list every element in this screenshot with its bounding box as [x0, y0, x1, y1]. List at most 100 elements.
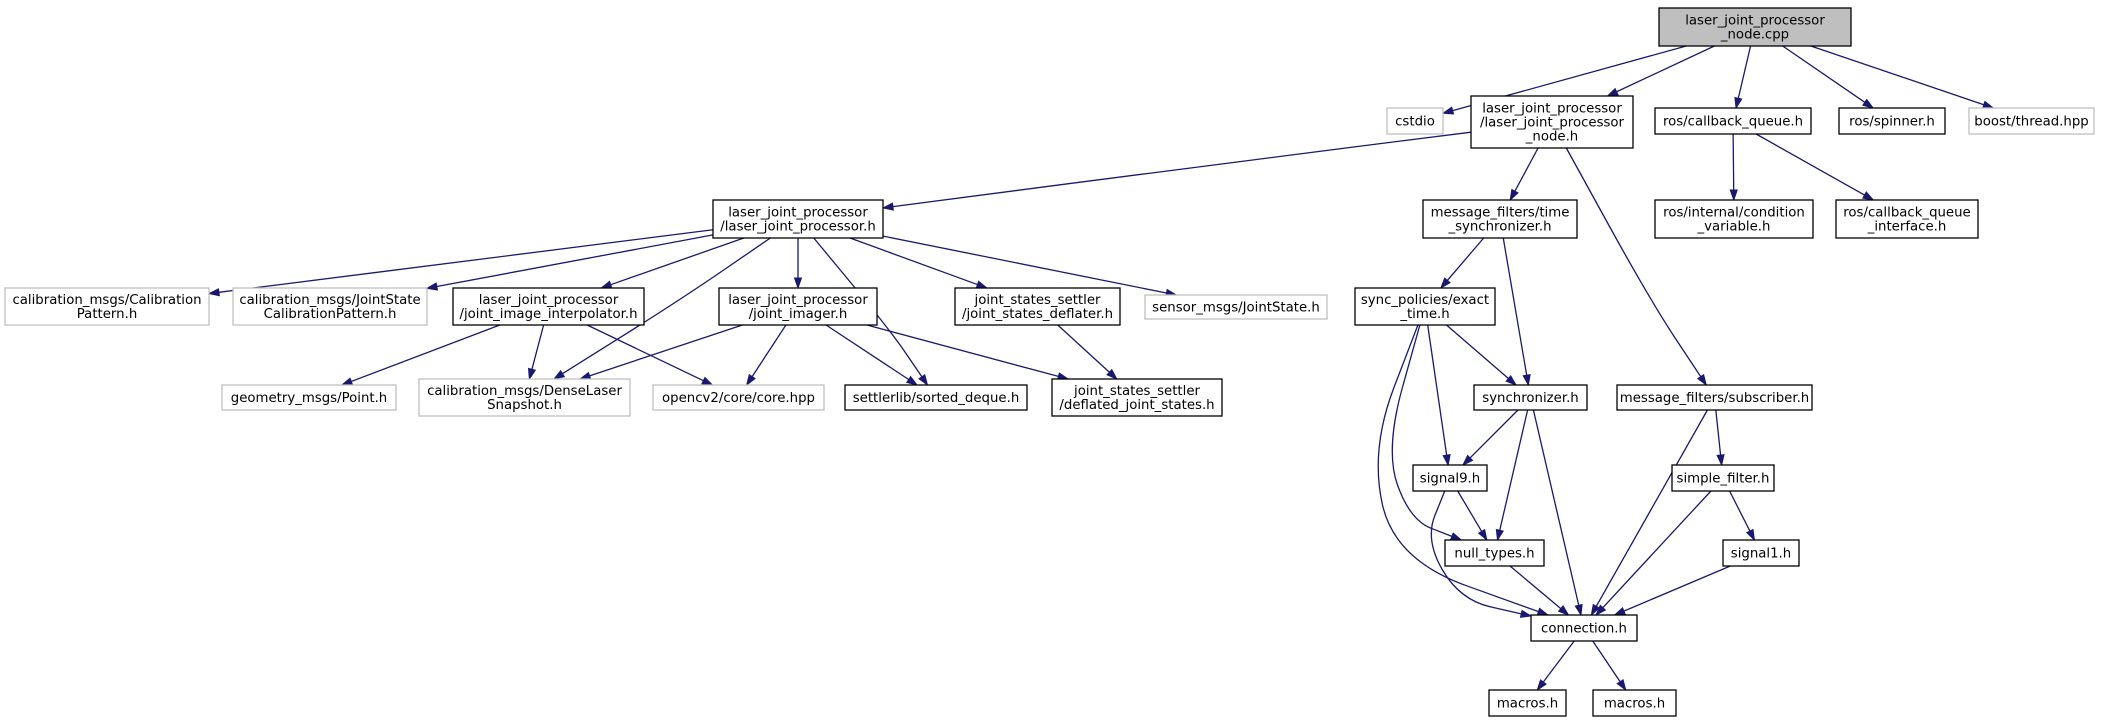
- node-root[interactable]: laser_joint_processor_node.cpp: [1658, 7, 1852, 47]
- edge-ljp_node_h-to-subscriber: [1565, 147, 1702, 378]
- node-opencv: opencv2/core/core.hpp: [652, 384, 825, 411]
- node-label-line: laser_joint_processor: [728, 293, 868, 308]
- node-connection[interactable]: connection.h: [1530, 614, 1638, 642]
- edge-ljp_node_h-to-ljp_h: [892, 131, 1472, 208]
- node-label-line: cstdio: [1395, 115, 1435, 130]
- node-label-line: calibration_msgs/JointState: [239, 293, 420, 308]
- node-subscriber[interactable]: message_filters/subscriber.h: [1616, 384, 1813, 411]
- node-box: [1144, 294, 1328, 320]
- node-exact-time[interactable]: sync_policies/exact_time.h: [1354, 287, 1496, 326]
- arrowhead-ljp_node_h-to-time_sync: [1509, 188, 1519, 202]
- edge-ljp_h-to-js_calib_pattern: [436, 234, 714, 288]
- node-label-line: synchronizer.h: [1482, 391, 1578, 406]
- node-label-line: /laser_joint_processor: [1480, 116, 1625, 131]
- edge-imager-to-dense_laser: [589, 324, 743, 377]
- node-deflater[interactable]: joint_states_settler/joint_states_deflat…: [954, 287, 1121, 326]
- node-label-line: joint_states_settler: [974, 293, 1101, 308]
- node-box: [1654, 199, 1814, 239]
- node-box: [1412, 464, 1488, 492]
- node-label-line: laser_joint_processor: [1482, 102, 1622, 117]
- arrowhead-signal9-to-null_types: [1477, 528, 1488, 542]
- node-deflated[interactable]: joint_states_settler/deflated_joint_stat…: [1051, 378, 1223, 417]
- arrowhead-imager-to-dense_laser: [578, 371, 592, 380]
- node-box: [232, 287, 428, 326]
- node-box: [1386, 107, 1444, 135]
- node-null-types[interactable]: null_types.h: [1444, 539, 1545, 567]
- node-box: [1444, 539, 1545, 567]
- node-imager[interactable]: laser_joint_processor/joint_imager.h: [718, 287, 878, 326]
- edge-time_sync-to-exact_time: [1446, 237, 1485, 281]
- node-box: [954, 287, 1121, 326]
- node-ljp-h[interactable]: laser_joint_processor/laser_joint_proces…: [712, 199, 884, 239]
- node-point: geometry_msgs/Point.h: [221, 384, 397, 411]
- arrowhead-synchronizer-to-signal9: [1461, 454, 1474, 467]
- node-box: [1488, 689, 1567, 717]
- node-box: [1592, 689, 1677, 717]
- arrowhead-interp-to-point: [340, 377, 354, 386]
- arrowhead-ljp_h-to-sorted_deque: [918, 373, 929, 387]
- node-sorted-deque[interactable]: settlerlib/sorted_deque.h: [844, 384, 1028, 411]
- arrowhead-exact_time-to-connection: [1536, 607, 1550, 616]
- arrowhead-root-to-boost_thread: [1981, 100, 1995, 109]
- node-box: [1654, 107, 1812, 135]
- edge-connection-to-macros2: [1592, 640, 1621, 683]
- node-box: [1473, 384, 1588, 411]
- node-label-line: opencv2/core/core.hpp: [662, 391, 815, 406]
- edge-signal1-to-connection: [1623, 565, 1731, 612]
- node-interp[interactable]: laser_joint_processor/joint_image_interp…: [452, 287, 645, 326]
- node-synchronizer[interactable]: synchronizer.h: [1473, 384, 1588, 411]
- node-time-sync[interactable]: message_filters/time_synchronizer.h: [1422, 199, 1578, 239]
- node-label-line: laser_joint_processor: [728, 206, 868, 221]
- edge-callback_queue-to-cbq_iface: [1755, 133, 1865, 196]
- node-spinner[interactable]: ros/spinner.h: [1838, 107, 1946, 135]
- arrowhead-root-to-ljp_node_h: [1606, 87, 1619, 97]
- arrowhead-ljp_h-to-interp: [599, 280, 613, 289]
- node-simple-filter[interactable]: simple_filter.h: [1671, 464, 1775, 492]
- arrowhead-root-to-spinner: [1862, 98, 1875, 109]
- node-box: [1968, 107, 2095, 135]
- node-label-line: sync_policies/exact: [1361, 293, 1489, 308]
- edge-callback_queue-to-cond_var: [1732, 133, 1735, 191]
- arrowhead-simple_filter-to-connection: [1595, 604, 1607, 617]
- node-macros2[interactable]: macros.h: [1592, 689, 1677, 717]
- node-label-line: laser_joint_processor: [1685, 14, 1825, 29]
- node-label-line: Snapshot.h: [487, 398, 562, 413]
- node-label-line: null_types.h: [1454, 547, 1534, 562]
- node-signal1[interactable]: signal1.h: [1722, 539, 1800, 567]
- node-ljp-node-h[interactable]: laser_joint_processor/laser_joint_proces…: [1470, 95, 1634, 149]
- edge-deflater-to-deflated: [1057, 324, 1110, 373]
- node-boost-thread: boost/thread.hpp: [1968, 107, 2095, 135]
- node-callback-queue[interactable]: ros/callback_queue.h: [1654, 107, 1812, 135]
- arrowhead-exact_time-to-synchronizer: [1505, 374, 1518, 386]
- node-label-line: joint_states_settler: [1073, 384, 1200, 399]
- node-label-line: laser_joint_processor: [479, 293, 619, 308]
- edge-null_types-to-connection: [1509, 565, 1562, 610]
- arrowhead-signal9-to-connection: [1519, 609, 1533, 618]
- edge-ljp_h-to-joint_state: [882, 235, 1167, 294]
- edges-layer: [207, 45, 1995, 692]
- node-box: [1470, 95, 1634, 149]
- arrowhead-root-to-cstdio: [1441, 106, 1455, 115]
- edge-simple_filter-to-signal1: [1729, 490, 1751, 532]
- edge-ljp_h-to-calib_pattern: [218, 229, 714, 293]
- node-box: [652, 384, 825, 411]
- arrowhead-interp-to-opencv: [701, 376, 714, 386]
- node-label-line: /deflated_joint_states.h: [1059, 398, 1214, 413]
- arrowhead-ljp_node_h-to-ljp_h: [881, 202, 894, 211]
- node-signal9[interactable]: signal9.h: [1412, 464, 1488, 492]
- node-label-line: message_filters/time: [1431, 206, 1570, 221]
- node-cbq-iface[interactable]: ros/callback_queue_interface.h: [1835, 199, 1979, 239]
- arrowhead-subscriber-to-connection: [1590, 603, 1601, 617]
- node-cond-var[interactable]: ros/internal/condition_variable.h: [1654, 199, 1814, 239]
- edge-exact_time-to-null_types: [1391, 324, 1453, 537]
- edge-root-to-boost_thread: [1810, 45, 1984, 106]
- node-label-line: simple_filter.h: [1677, 472, 1770, 487]
- arrowhead-interp-to-dense_laser: [527, 367, 537, 381]
- arrowhead-synchronizer-to-connection: [1574, 603, 1583, 617]
- node-macros1[interactable]: macros.h: [1488, 689, 1567, 717]
- edge-interp-to-dense_laser: [531, 324, 545, 370]
- edge-imager-to-opencv: [751, 324, 787, 377]
- edge-ljp_h-to-deflater: [849, 237, 978, 286]
